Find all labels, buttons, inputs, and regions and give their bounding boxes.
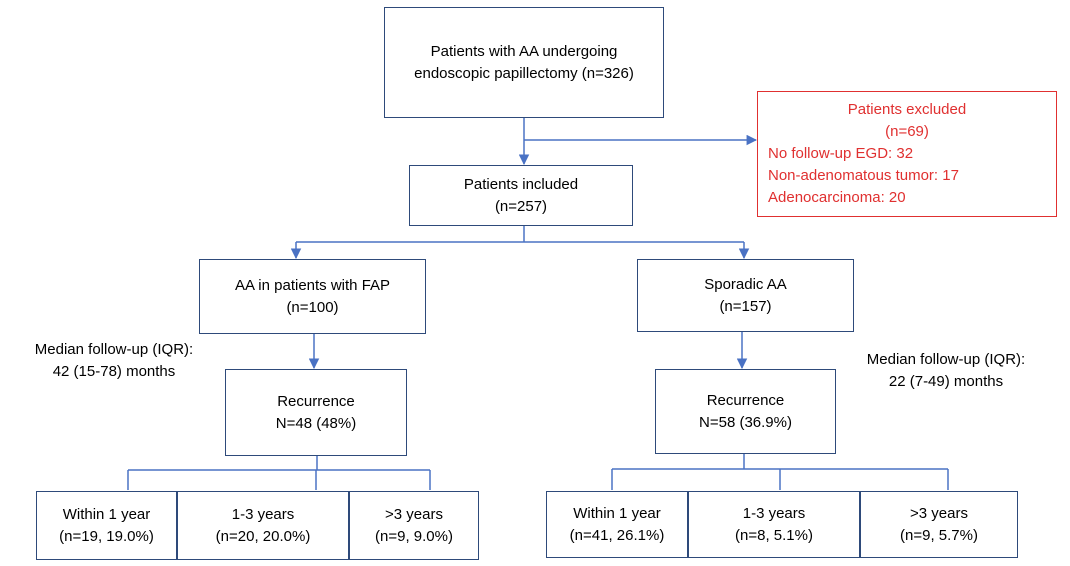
fap-bucket-over-3-years: >3 years (n=9, 9.0%) [349,491,479,560]
sporadic-followup-note: Median follow-up (IQR): 22 (7-49) months [866,351,1026,390]
fap-group-box: AA in patients with FAP (n=100) [199,259,426,334]
sporadic-bucket-within-1-year: Within 1 year (n=41, 26.1%) [546,491,688,558]
sporadic-bucket-1-3-years: 1-3 years (n=8, 5.1%) [688,491,860,558]
sporadic-recurrence-box: Recurrence N=58 (36.9%) [655,369,836,454]
fap-followup-note: Median follow-up (IQR): 42 (15-78) month… [34,341,194,380]
sporadic-group-box: Sporadic AA (n=157) [637,259,854,332]
fap-bucket-1-3-years: 1-3 years (n=20, 20.0%) [177,491,349,560]
sporadic-bucket-over-3-years: >3 years (n=9, 5.7%) [860,491,1018,558]
root-box: Patients with AA undergoing endoscopic p… [384,7,664,118]
included-box: Patients included (n=257) [409,165,633,226]
fap-bucket-within-1-year: Within 1 year (n=19, 19.0%) [36,491,177,560]
excluded-box: Patients excluded (n=69) No follow-up EG… [757,91,1057,217]
fap-recurrence-box: Recurrence N=48 (48%) [225,369,407,456]
